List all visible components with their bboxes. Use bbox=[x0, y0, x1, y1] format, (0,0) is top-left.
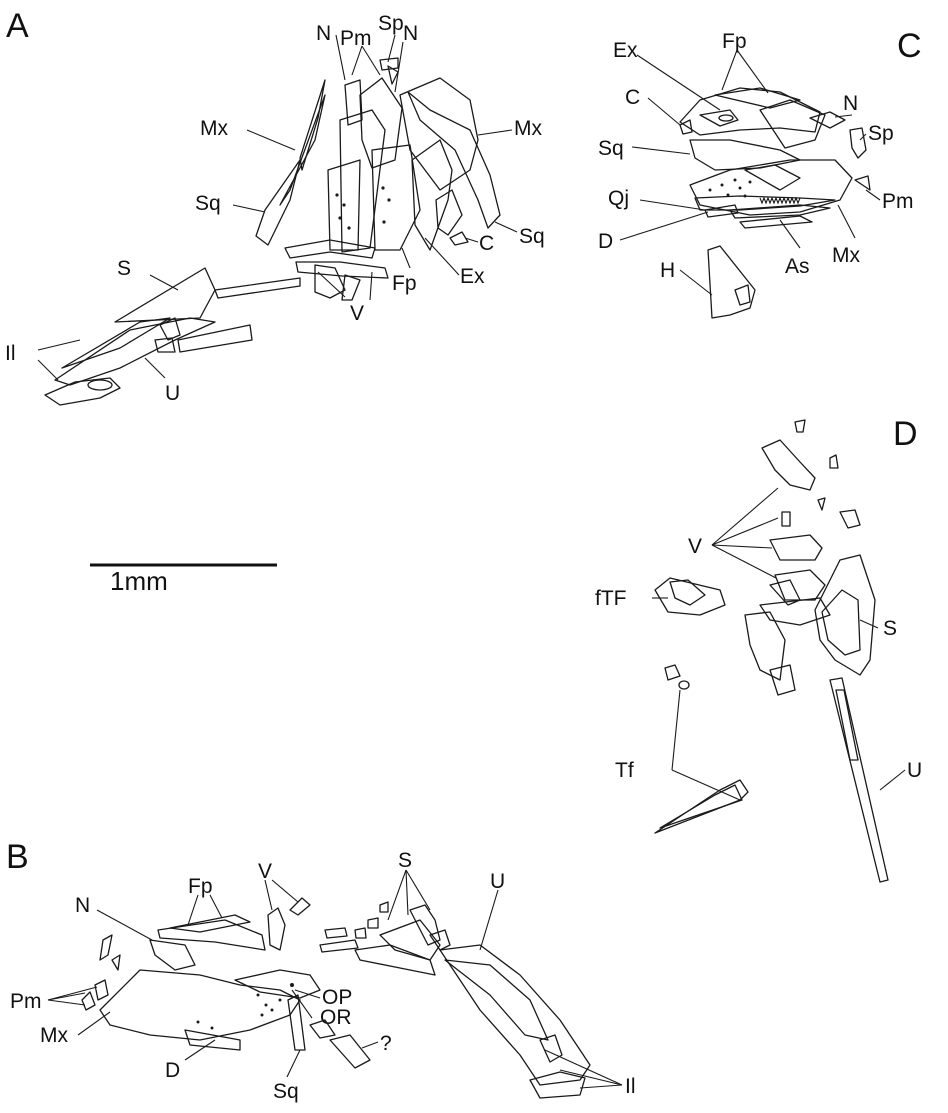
label-c-sp: Sp bbox=[868, 122, 894, 145]
label-a-u: U bbox=[165, 382, 180, 405]
label-c-c: C bbox=[625, 86, 640, 109]
label-c-h: H bbox=[660, 259, 675, 282]
label-b-d: D bbox=[165, 1059, 180, 1082]
label-a-mx-right: Mx bbox=[514, 117, 542, 140]
label-a-ex: Ex bbox=[460, 265, 485, 288]
panel-d-bones bbox=[655, 420, 888, 882]
label-a-il: Il bbox=[5, 342, 16, 365]
label-b-s: S bbox=[398, 849, 412, 872]
label-b-question: ? bbox=[380, 1032, 392, 1055]
label-a-sq-right: Sq bbox=[519, 225, 545, 248]
label-b-u: U bbox=[490, 870, 505, 893]
panel-d-labels: V fTF S Tf U bbox=[595, 535, 922, 782]
label-c-ex: Ex bbox=[613, 39, 638, 62]
label-a-n-left: N bbox=[316, 22, 331, 45]
panel-b: B bbox=[6, 838, 636, 1103]
label-c-as: As bbox=[785, 255, 810, 278]
panel-a-labels: N Pm Sp N Mx Mx Sq Sq S C Ex Fp V Il U bbox=[5, 12, 545, 405]
label-c-mx: Mx bbox=[832, 244, 860, 267]
label-a-v: V bbox=[350, 302, 364, 325]
label-d-tf: Tf bbox=[615, 759, 634, 782]
label-a-mx-left: Mx bbox=[200, 117, 228, 140]
label-a-c: C bbox=[479, 232, 494, 255]
panel-d: D bbox=[595, 415, 922, 882]
label-b-mx: Mx bbox=[40, 1024, 68, 1047]
label-c-fp: Fp bbox=[722, 30, 747, 53]
panel-c-bones bbox=[680, 88, 870, 318]
label-d-ftf: fTF bbox=[595, 587, 627, 610]
panel-a-letter: A bbox=[6, 7, 29, 45]
label-a-sq-left: Sq bbox=[195, 192, 221, 215]
panel-d-letter: D bbox=[893, 415, 918, 453]
scale-bar-label: 1mm bbox=[110, 566, 168, 596]
panel-b-labels: Fp V S U N Pm OP OR Mx ? D Sq Il bbox=[10, 849, 636, 1103]
label-b-fp: Fp bbox=[188, 875, 213, 898]
panel-a-bones bbox=[45, 58, 500, 405]
label-c-pm: Pm bbox=[882, 190, 914, 213]
panel-c-letter: C bbox=[897, 27, 922, 65]
label-a-pm: Pm bbox=[340, 27, 372, 50]
panel-b-letter: B bbox=[6, 838, 29, 876]
label-c-qj: Qj bbox=[608, 187, 629, 210]
label-b-il: Il bbox=[625, 1075, 636, 1098]
label-a-fp: Fp bbox=[392, 272, 417, 295]
label-c-n: N bbox=[843, 92, 858, 115]
label-a-s: S bbox=[117, 257, 131, 280]
label-c-d: D bbox=[598, 230, 613, 253]
label-d-s: S bbox=[883, 617, 897, 640]
label-d-u: U bbox=[907, 759, 922, 782]
label-b-or: OR bbox=[320, 1006, 352, 1029]
label-c-sq: Sq bbox=[598, 137, 624, 160]
scale-bar: 1mm bbox=[90, 565, 277, 596]
panel-b-leaders bbox=[48, 870, 622, 1088]
label-b-sq: Sq bbox=[273, 1080, 299, 1103]
label-b-pm: Pm bbox=[10, 990, 42, 1013]
label-d-v: V bbox=[688, 535, 702, 558]
panel-c: C bbox=[598, 27, 922, 318]
label-a-n-right: N bbox=[403, 22, 418, 45]
panel-a: A bbox=[5, 7, 545, 405]
label-a-sp: Sp bbox=[378, 12, 404, 35]
panel-c-labels: Ex Fp C N Sp Sq Qj Pm D As Mx H bbox=[598, 30, 914, 282]
label-b-v: V bbox=[258, 860, 272, 883]
label-b-n: N bbox=[75, 894, 90, 917]
